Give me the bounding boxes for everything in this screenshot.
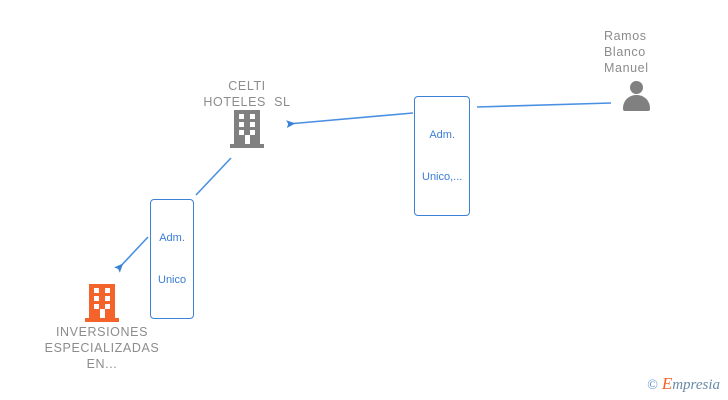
node-person-ramos-blanco-manuel[interactable]: Ramos Blanco Manuel [588,28,684,114]
node-ramos-label-line-2: Blanco [604,45,646,59]
watermark-brand-rest: mpresia [672,377,720,393]
node-celti-label-line-1: CELTI [228,79,266,93]
edge-label-ramos-celti-line-1: Adm. [429,129,456,141]
node-company-inversiones[interactable]: INVERSIONES ESPECIALIZADAS EN... [18,284,186,372]
copyright-icon: © [647,378,658,393]
edge-label-celti-inversiones-line-1: Adm. [159,232,185,244]
edge-label-celti-inversiones-line-2: Unico [158,274,187,286]
edge-ramos-celti-left-segment [286,112,414,129]
node-inversiones-label-line-2: ESPECIALIZADAS [44,341,160,355]
building-icon [85,284,119,322]
person-icon [619,80,653,114]
node-ramos-label-line-1: Ramos [604,29,647,43]
watermark-empresia: © E mpresia [647,374,720,394]
node-inversiones-label-line-1: INVERSIONES [55,325,149,339]
building-icon [230,110,264,148]
node-company-celti[interactable]: CELTI HOTELES SL [183,78,311,148]
edge-label-celti-inversiones[interactable]: Adm. Unico [150,199,195,319]
node-ramos-label-line-3: Manuel [604,61,649,75]
watermark-brand-initial: E [661,374,673,393]
edge-celti-inversiones-lower-segment [114,236,149,273]
node-celti-label-line-2: HOTELES SL [203,95,291,109]
node-inversiones-label-line-3: EN... [86,357,118,371]
edge-label-ramos-celti[interactable]: Adm. Unico,... [414,96,471,216]
edge-ramos-celti-right-segment [476,102,612,108]
edge-label-ramos-celti-line-2: Unico,... [422,171,463,183]
edge-celti-inversiones-upper-segment [195,157,232,196]
